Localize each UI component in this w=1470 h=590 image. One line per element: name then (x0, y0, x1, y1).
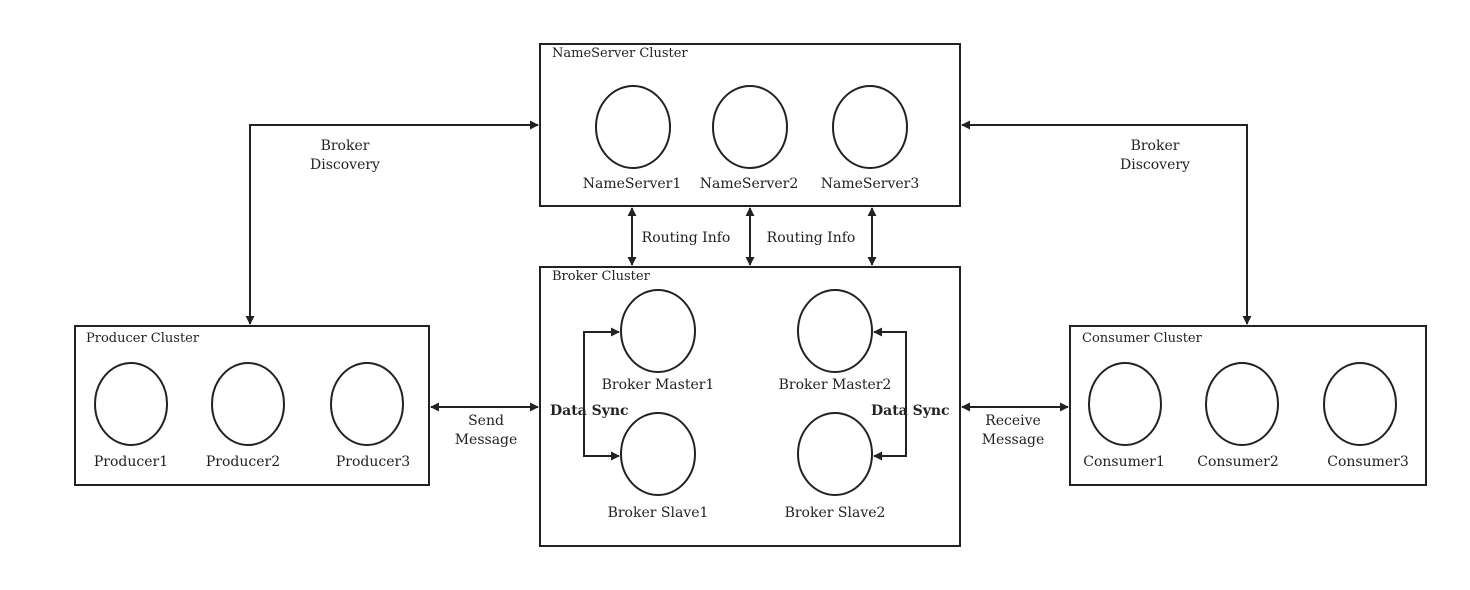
broker-master2-label: Broker Master2 (779, 377, 892, 393)
nameserver1-node (595, 85, 671, 169)
routing-info-label-2: Routing Info (767, 230, 856, 246)
broker-master1-label: Broker Master1 (602, 377, 715, 393)
data-sync-right-arrow (873, 327, 907, 461)
broker-master1-node (620, 289, 696, 373)
broker-slave2-label: Broker Slave2 (785, 505, 886, 521)
nameserver2-label: NameServer2 (700, 176, 799, 192)
producer1-label: Producer1 (94, 454, 168, 470)
send-message-label-line1: Send (468, 413, 504, 429)
receive-message-label-line1: Receive (985, 413, 1041, 429)
broker-cluster-title: Broker Cluster (552, 269, 651, 284)
producer3-node (330, 362, 404, 446)
producer-cluster: Producer Cluster Producer1 Producer2 Pro… (74, 325, 430, 486)
nameserver1-label: NameServer1 (583, 176, 682, 192)
broker-cluster-box (539, 266, 961, 547)
producer3-label: Producer3 (336, 454, 410, 470)
consumer1-node (1088, 362, 1162, 446)
broker-discovery-right-label-line2: Discovery (1120, 157, 1190, 173)
producer2-node (211, 362, 285, 446)
consumer1-label: Consumer1 (1083, 454, 1165, 470)
producer2-label: Producer2 (206, 454, 280, 470)
consumer-cluster: Consumer Cluster Consumer1 Consumer2 Con… (1069, 325, 1427, 486)
data-sync-left-arrow (583, 327, 620, 461)
nameserver-cluster-box (539, 43, 961, 207)
broker-slave1-label: Broker Slave1 (608, 505, 709, 521)
data-sync-left-label: Data Sync (550, 403, 629, 419)
nameserver2-node (712, 85, 788, 169)
broker-cluster: Broker Cluster Broker Master1 Broker Mas… (539, 266, 961, 547)
broker-discovery-left-label-line2: Discovery (310, 157, 380, 173)
producer-cluster-box (74, 325, 430, 486)
consumer2-label: Consumer2 (1197, 454, 1279, 470)
consumer2-node (1205, 362, 1279, 446)
send-message-label-line2: Message (455, 432, 518, 448)
nameserver3-label: NameServer3 (821, 176, 920, 192)
producer-cluster-title: Producer Cluster (86, 331, 200, 346)
broker-slave2-node (797, 412, 873, 496)
broker-master2-node (797, 289, 873, 373)
nameserver-cluster: NameServer Cluster NameServer1 NameServe… (539, 43, 961, 207)
nameserver3-node (832, 85, 908, 169)
broker-discovery-left-label-line1: Broker (321, 138, 370, 154)
data-sync-right-label: Data Sync (871, 403, 950, 419)
broker-slave1-node (620, 412, 696, 496)
broker-discovery-right-label-line1: Broker (1131, 138, 1180, 154)
consumer-cluster-box (1069, 325, 1427, 486)
producer1-node (94, 362, 168, 446)
consumer3-node (1323, 362, 1397, 446)
broker-discovery-left-arrow (245, 120, 539, 325)
broker-discovery-right-arrow (961, 120, 1252, 325)
receive-message-label-line2: Message (982, 432, 1045, 448)
routing-info-label-1: Routing Info (642, 230, 731, 246)
consumer-cluster-title: Consumer Cluster (1082, 331, 1203, 346)
consumer3-label: Consumer3 (1327, 454, 1409, 470)
nameserver-cluster-title: NameServer Cluster (552, 46, 688, 61)
